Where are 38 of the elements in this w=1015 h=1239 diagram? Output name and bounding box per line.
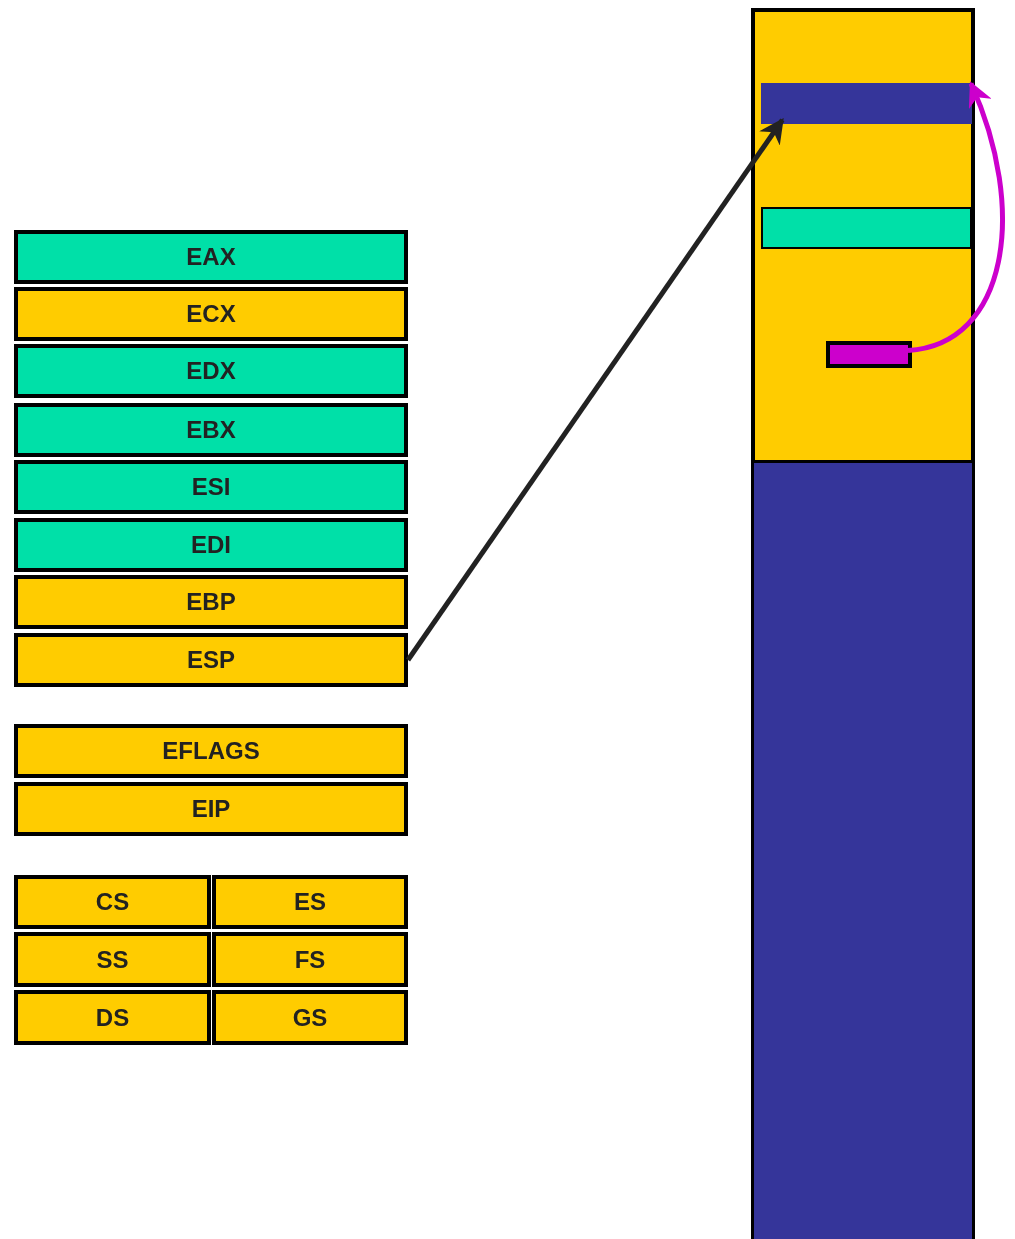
register-label: EDI bbox=[191, 531, 231, 559]
register-label: EIP bbox=[191, 795, 231, 823]
memory-column bbox=[751, 460, 975, 1239]
register-box bbox=[212, 932, 408, 987]
register-box bbox=[14, 460, 408, 514]
arrow bbox=[907, 81, 1005, 353]
register-label: EDX bbox=[186, 357, 236, 385]
arrow bbox=[405, 117, 785, 662]
register-box bbox=[14, 875, 211, 929]
register-box bbox=[212, 875, 408, 929]
register-box bbox=[14, 990, 211, 1045]
register-label: EAX bbox=[186, 243, 236, 271]
register-label: EBX bbox=[186, 416, 236, 444]
register-label: SS bbox=[96, 945, 129, 974]
register-box bbox=[14, 633, 408, 687]
register-box bbox=[14, 724, 408, 778]
register-label: ECX bbox=[186, 300, 236, 328]
register-label: GS bbox=[292, 1003, 328, 1032]
register-label: EFLAGS bbox=[162, 737, 260, 765]
memory-slot-bar bbox=[761, 207, 972, 249]
pointer-box bbox=[826, 341, 912, 368]
register-box bbox=[14, 230, 408, 284]
register-box bbox=[14, 782, 408, 836]
register-box bbox=[14, 403, 408, 457]
register-label: CS bbox=[95, 888, 130, 916]
register-box bbox=[14, 287, 408, 341]
register-label: DS bbox=[95, 1003, 130, 1032]
register-label: ESI bbox=[191, 473, 231, 501]
register-box bbox=[212, 990, 408, 1045]
register-box bbox=[14, 518, 408, 572]
register-label: EBP bbox=[186, 588, 236, 616]
register-label: ES bbox=[294, 888, 326, 916]
register-label: ESP bbox=[187, 646, 235, 674]
register-label: FS bbox=[294, 945, 326, 974]
register-box bbox=[14, 344, 408, 398]
register-box bbox=[14, 575, 408, 629]
register-box bbox=[14, 932, 211, 987]
memory-slot-bar bbox=[761, 83, 972, 124]
